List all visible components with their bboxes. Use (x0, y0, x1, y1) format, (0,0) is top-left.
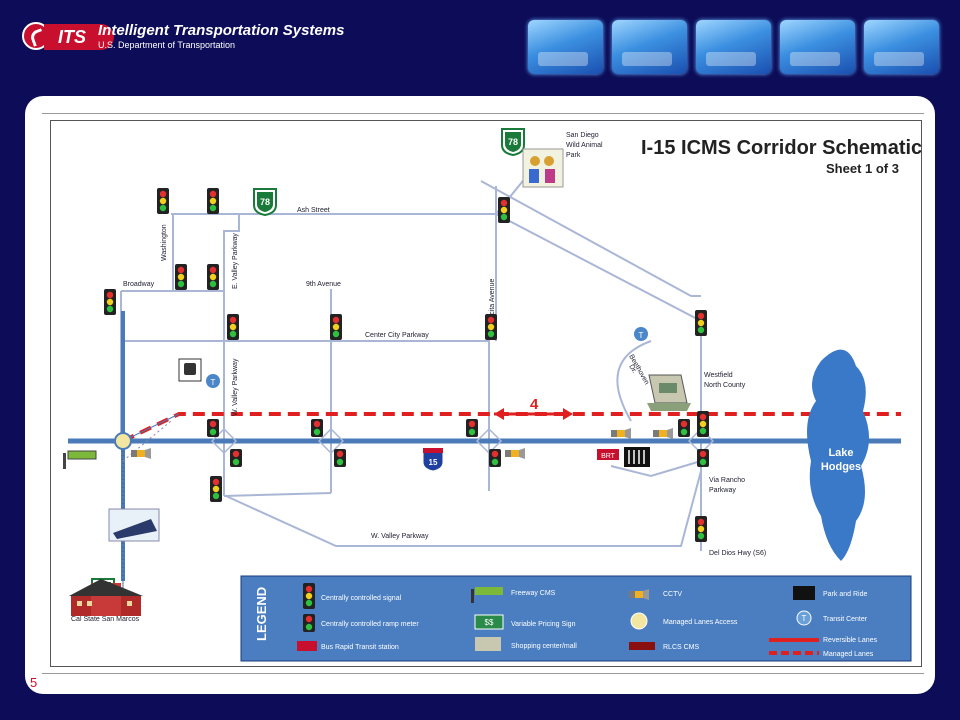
legend-ml-access: Managed Lanes Access (630, 612, 738, 630)
brt-text: BRT (601, 453, 616, 460)
legend-cctv-text: CCTV (663, 591, 682, 598)
legend-transit: T Transit Center (796, 610, 868, 626)
legend-reversible-text: Reversible Lanes (823, 637, 878, 644)
legend-transit-text: Transit Center (823, 616, 868, 623)
label-via-rancho-2: Parkway (709, 487, 736, 494)
label-e-valley-parkway: E. Valley Parkway (232, 233, 239, 289)
legend-pricing-text: Variable Pricing Sign (511, 621, 576, 628)
label-center-city-parkway: Center City Parkway (365, 332, 429, 339)
schematic-svg: I-15 ICMS Corridor Schematic Sheet 1 of … (63, 128, 922, 662)
arrow-right-icon (563, 408, 573, 420)
label-ash-street: Ash Street (297, 207, 330, 214)
managed-lanes-access-icon (114, 432, 132, 450)
brand-subtitle: U.S. Department of Transportation (98, 40, 236, 50)
legend-cctv: CCTV (629, 589, 682, 600)
bottom-divider (42, 673, 924, 674)
legend-title: LEGEND (254, 587, 269, 641)
header-photo-road-icon (528, 20, 603, 74)
transit-center-icon: T (634, 327, 648, 341)
legend-reversible: Reversible Lanes (769, 637, 878, 644)
corridor-schematic: I-15 ICMS Corridor Schematic Sheet 1 of … (50, 120, 922, 667)
label-beethoven-2: Dr. (627, 364, 638, 375)
header: ITS Intelligent Transportation Systems U… (0, 0, 960, 92)
label-westfield-1: Westfield (704, 372, 733, 379)
label-w-valley-parkway: W. Valley Parkway (371, 533, 429, 540)
legend-pricing-sign: $$ Variable Pricing Sign (474, 614, 576, 630)
label-san-diego-1: San Diego (566, 132, 599, 139)
header-photo-truck-icon (612, 20, 687, 74)
route-78-shield-icon: 78 (253, 188, 277, 216)
label-washington: Washington (161, 224, 168, 261)
label-broadway: Broadway (123, 281, 155, 288)
diagram-subtitle: Sheet 1 of 3 (826, 161, 899, 176)
freeway-cms-sign-icon (63, 450, 97, 469)
brt-station-icon (597, 449, 619, 460)
label-westfield-2: North County (704, 382, 746, 389)
header-photo-semi-truck-icon (864, 20, 939, 74)
legend-park-ride: Park and Ride (793, 586, 867, 600)
label-w-valley-vertical: W. Valley Parkway (232, 358, 239, 416)
header-photo-train-icon (696, 20, 771, 74)
lake-label-1: Lake (828, 447, 853, 459)
label-felicita-avenue: Felicita Avenue (489, 279, 496, 326)
managed-lanes-line (122, 412, 901, 443)
label-san-diego-2: Wild Animal (566, 142, 603, 149)
legend-freeway-cms: Freeway CMS (471, 587, 556, 603)
transit-center-icon: T (206, 374, 220, 388)
transit-t-b: T (639, 331, 644, 340)
top-divider (42, 113, 924, 114)
cal-state-building-icon (69, 579, 143, 616)
transit-t-a: T (211, 378, 216, 387)
lake-hodges (807, 349, 870, 561)
slide-number: 5 (30, 675, 38, 690)
shield-78-text-b: 78 (508, 137, 518, 147)
interstate-15-shield-icon: 15 (422, 447, 444, 472)
surface-streets (120, 170, 702, 551)
header-photo-highway-icon (780, 20, 855, 74)
shield-15-text: 15 (429, 458, 438, 467)
legend-rlcs-cms: RLCS CMS (629, 642, 700, 651)
park-and-ride-icon (624, 447, 650, 467)
route-78-shield-icon: 78 (501, 128, 525, 156)
shopping-center-icon (647, 374, 691, 411)
legend-pricing-symbol: $$ (485, 618, 494, 627)
legend-rlcs-text: RLCS CMS (663, 644, 700, 651)
legend-cms-text: Freeway CMS (511, 590, 556, 597)
coaster-train-icon (108, 508, 160, 542)
legend-managed: Managed Lanes (769, 651, 874, 658)
legend-signal: Centrally controlled signal (303, 583, 402, 609)
diagram-title: I-15 ICMS Corridor Schematic (641, 137, 921, 159)
animal-park-icon (522, 148, 564, 188)
shield-78-text-a: 78 (260, 197, 270, 207)
brand-title: Intelligent Transportation Systems (98, 22, 345, 39)
arrow-left-icon (494, 408, 504, 420)
logo-text: ITS (44, 24, 114, 50)
legend-brt: Bus Rapid Transit station (297, 641, 399, 651)
legend-transit-t: T (802, 614, 807, 623)
label-del-dios: Del Dios Hwy (S6) (709, 550, 766, 557)
legend-ml-text: Managed Lanes Access (663, 619, 738, 626)
label-via-rancho-1: Via Rancho (709, 477, 745, 484)
label-cal-state: Cal State San Marcos (71, 616, 140, 623)
legend-signal-text: Centrally controlled signal (321, 595, 402, 602)
legend-brt-text: Bus Rapid Transit station (321, 644, 399, 651)
legend-shopping-text: Shopping center/mall (511, 643, 577, 650)
legend-park-text: Park and Ride (823, 591, 867, 598)
legend-shopping: Shopping center/mall (475, 637, 577, 651)
legend-ramp-text: Centrally controlled ramp meter (321, 621, 419, 628)
label-san-diego-3: Park (566, 152, 581, 159)
lanes-count: 4 (530, 396, 539, 413)
label-9th-avenue: 9th Avenue (306, 281, 341, 288)
legend-managed-text: Managed Lanes (823, 651, 874, 658)
lake-label-2: Hodges (821, 461, 861, 473)
legend-ramp-meter: Centrally controlled ramp meter (303, 614, 419, 632)
